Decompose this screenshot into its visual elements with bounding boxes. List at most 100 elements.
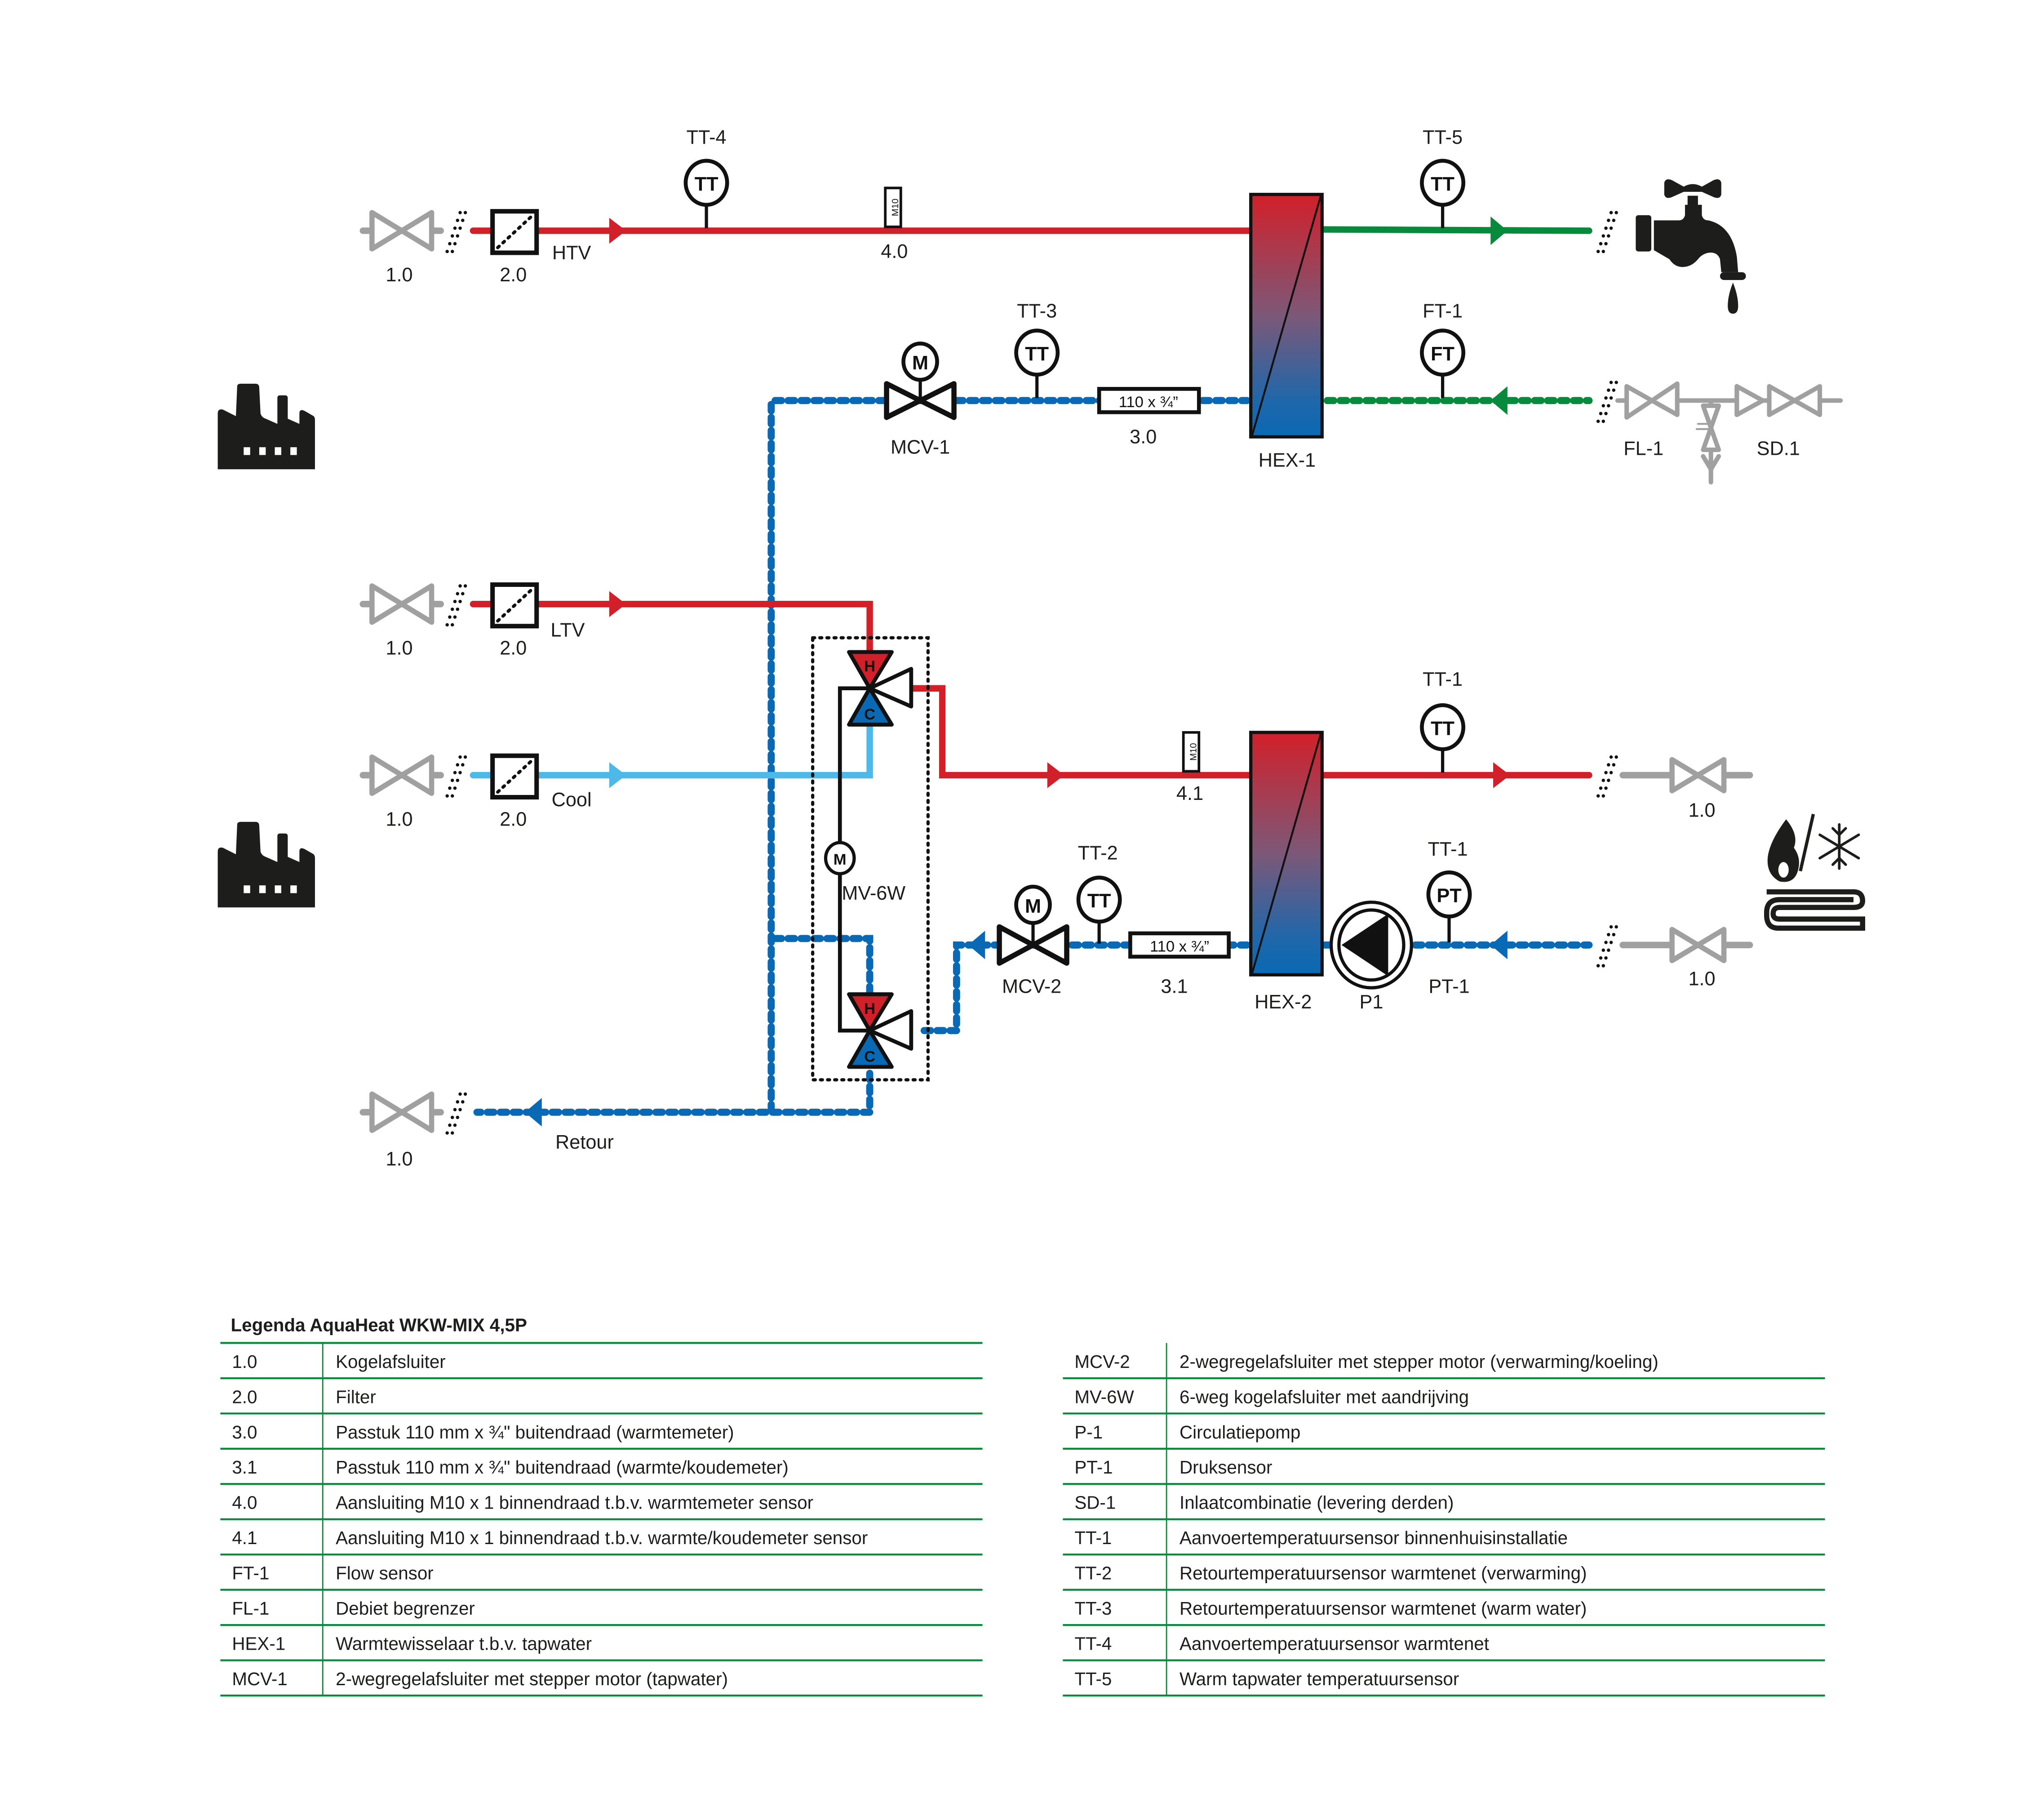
label-4-1: 4.1	[1176, 783, 1203, 804]
legend-description: Flow sensor	[336, 1563, 434, 1584]
inlet-combination[interactable]	[1615, 381, 1843, 485]
label-3-1: 3.1	[1161, 976, 1188, 998]
heating-cooling-icon	[1764, 813, 1865, 931]
legend-code: MCV-2	[1074, 1351, 1130, 1372]
m10-text: M10	[1189, 743, 1199, 760]
filter-icon[interactable]	[492, 756, 537, 797]
filter-icon[interactable]	[492, 585, 537, 626]
label-1-0: 1.0	[386, 809, 412, 830]
m10-connection-4-0[interactable]: M10	[884, 186, 902, 228]
legend-code: 2.0	[232, 1386, 257, 1407]
ball-valve-icon[interactable]	[1669, 757, 1727, 794]
mv6w-lower-valve[interactable]: H C	[847, 992, 913, 1069]
legend-description: Druksensor	[1180, 1457, 1272, 1478]
label-4-0: 4.0	[881, 241, 908, 262]
tapwater-hot-pipe	[1319, 226, 1592, 234]
cool-inlet	[363, 755, 537, 798]
ball-valve-icon[interactable]	[1669, 927, 1727, 963]
pump-icon[interactable]	[1329, 901, 1413, 990]
label-2-0: 2.0	[500, 638, 527, 659]
label-hex2: HEX-2	[1255, 991, 1312, 1013]
legend-code: TT-2	[1074, 1563, 1112, 1584]
tt3-sensor[interactable]: TT	[1014, 328, 1060, 398]
m10-text: M10	[891, 199, 900, 216]
label-1-0: 1.0	[386, 264, 412, 286]
factory-icon	[217, 821, 315, 908]
pipe-break-icon	[445, 755, 467, 798]
retour-outlet	[363, 1092, 467, 1135]
motor-icon: M	[834, 851, 847, 868]
legend-code: TT-1	[1074, 1527, 1112, 1548]
legend-row: SD-1 Inlaatcombinatie (levering derden)	[1063, 1492, 1825, 1520]
legend-row: PT-1 Druksensor	[1063, 1457, 1825, 1485]
label-fl1: FL-1	[1623, 438, 1663, 460]
legend-code: MCV-1	[232, 1669, 287, 1689]
m10-connection-4-1[interactable]: M10	[1182, 731, 1201, 773]
ball-valve-icon[interactable]	[363, 757, 441, 794]
legend-code: SD-1	[1074, 1492, 1116, 1513]
label-p1: P1	[1359, 991, 1383, 1013]
legend-code: PT-1	[1074, 1457, 1113, 1478]
mv6w-motor[interactable]: M	[824, 841, 856, 875]
mcv2-control-valve[interactable]: M	[997, 884, 1069, 966]
label-htv: HTV	[552, 242, 591, 264]
cool-pipe	[470, 720, 873, 779]
mv6w-boundary	[811, 636, 930, 1082]
flow-arrow	[525, 1098, 542, 1127]
mcv1-control-valve[interactable]: M	[884, 342, 957, 420]
tag-tt3: TT-3	[1017, 301, 1057, 322]
legend-description: 2-wegregelafsluiter met stepper motor (v…	[1180, 1351, 1658, 1372]
legend-code: FL-1	[232, 1598, 269, 1619]
tt-symbol: TT	[1025, 343, 1049, 365]
legend-description: Aansluiting M10 x 1 binnendraad t.b.v. w…	[336, 1492, 813, 1513]
factory-icon	[217, 383, 315, 470]
mv6w-upper-valve[interactable]: H C	[847, 650, 913, 727]
legend-description: Warm tapwater temperatuursensor	[1180, 1669, 1459, 1689]
legend-row: TT-1 Aanvoertemperatuursensor binnenhuisi…	[1063, 1527, 1825, 1556]
ft1-sensor[interactable]: FT	[1420, 328, 1466, 398]
heat-exchanger-hex1[interactable]	[1249, 193, 1324, 439]
fitting-3-0[interactable]: 110 x ¾”	[1097, 387, 1201, 414]
fitting-3-1[interactable]: 110 x ¾”	[1128, 931, 1231, 959]
label-1-0: 1.0	[386, 1148, 412, 1170]
flow-arrow	[1490, 216, 1508, 245]
legend-description: Aanvoertemperatuursensor warmtenet	[1180, 1634, 1489, 1654]
flow-arrow	[609, 218, 626, 244]
tt2-sensor[interactable]: TT	[1076, 875, 1122, 944]
tt-symbol: TT	[1087, 890, 1111, 912]
ball-valve-icon[interactable]	[363, 586, 441, 622]
flow-arrow	[1047, 762, 1064, 788]
label-pt1: PT-1	[1428, 976, 1469, 998]
legend-description: Aansluiting M10 x 1 binnendraad t.b.v. w…	[336, 1527, 868, 1548]
heat-exchanger-hex2[interactable]	[1249, 731, 1324, 977]
flow-arrow	[609, 591, 626, 617]
tt4-sensor[interactable]: TT	[683, 159, 729, 228]
retour-pipe	[473, 1070, 874, 1116]
legend-description: Aanvoertemperatuursensor binnenhuisinsta…	[1180, 1527, 1568, 1548]
legend-description: Filter	[336, 1386, 376, 1407]
legend-code: TT-4	[1074, 1634, 1112, 1654]
label-1-0: 1.0	[386, 638, 412, 659]
legend-description: Inlaatcombinatie (levering derden)	[1180, 1492, 1454, 1513]
pipe-break-icon	[1596, 381, 1618, 423]
ball-valve-icon[interactable]	[363, 1094, 441, 1131]
cold-port-label: C	[864, 706, 875, 723]
label-hex1: HEX-1	[1259, 449, 1316, 471]
hot-port-label: H	[864, 1000, 875, 1017]
legend-row: 2.0 Filter	[220, 1386, 983, 1415]
tt1-sensor[interactable]: TT	[1420, 703, 1466, 773]
pipe-break-icon	[1596, 925, 1618, 968]
tap-faucet-icon	[1636, 179, 1746, 314]
legend-description: Kogelafsluiter	[336, 1351, 446, 1372]
tt5-sensor[interactable]: TT	[1420, 159, 1466, 228]
pt1-sensor[interactable]: PT	[1426, 870, 1472, 943]
cold-port-label: C	[864, 1048, 875, 1065]
legend-code: TT-3	[1074, 1598, 1112, 1619]
fitting-text: 110 x ¾”	[1119, 394, 1178, 411]
filter-icon[interactable]	[492, 211, 537, 253]
ball-valve-icon[interactable]	[363, 213, 441, 249]
